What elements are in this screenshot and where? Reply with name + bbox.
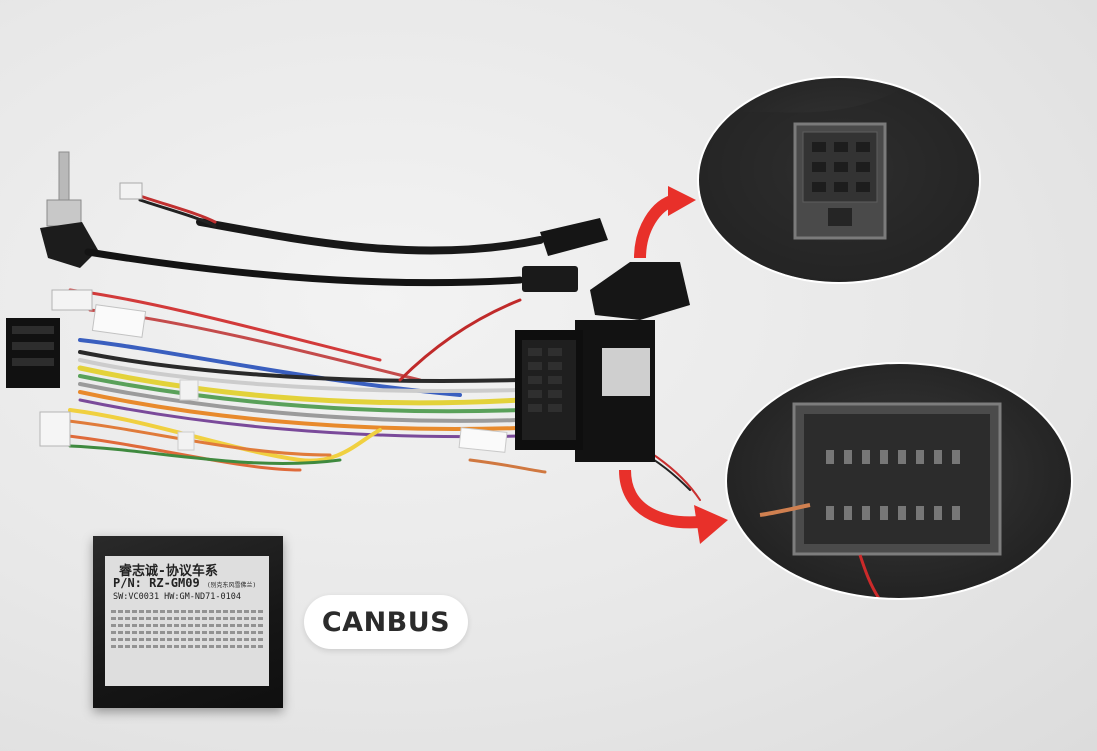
- decoder-unit: [515, 320, 655, 462]
- zoom-top-connector: [697, 76, 981, 284]
- label-pn-small: (别克东风雪佛兰): [206, 582, 257, 589]
- label-part-number: P/N: RZ-GM09 (别克东风雪佛兰): [113, 576, 256, 590]
- label-version-line: SW:VC0031 HW:GM-ND71-0104: [113, 592, 241, 602]
- zoom-bottom-connector: [725, 362, 1073, 600]
- cable-bundle: [58, 194, 701, 501]
- arrow-to-top-connector: [634, 186, 696, 259]
- canbus-badge: CANBUS: [304, 595, 468, 649]
- antenna-plug: [40, 151, 98, 268]
- harness-plug-left: [6, 318, 60, 388]
- cable-connectors: [39, 182, 690, 453]
- canbus-module: 睿志诚-协议车系 P/N: RZ-GM09 (别克东风雪佛兰) SW:VC003…: [93, 536, 283, 708]
- module-label: 睿志诚-协议车系 P/N: RZ-GM09 (别克东风雪佛兰) SW:VC003…: [105, 556, 269, 686]
- label-fine-print: [111, 606, 263, 652]
- label-brand-line: 睿志诚-协议车系: [119, 564, 218, 579]
- label-pn-text: P/N: RZ-GM09: [113, 576, 200, 590]
- arrow-to-bottom-connector: [619, 469, 728, 544]
